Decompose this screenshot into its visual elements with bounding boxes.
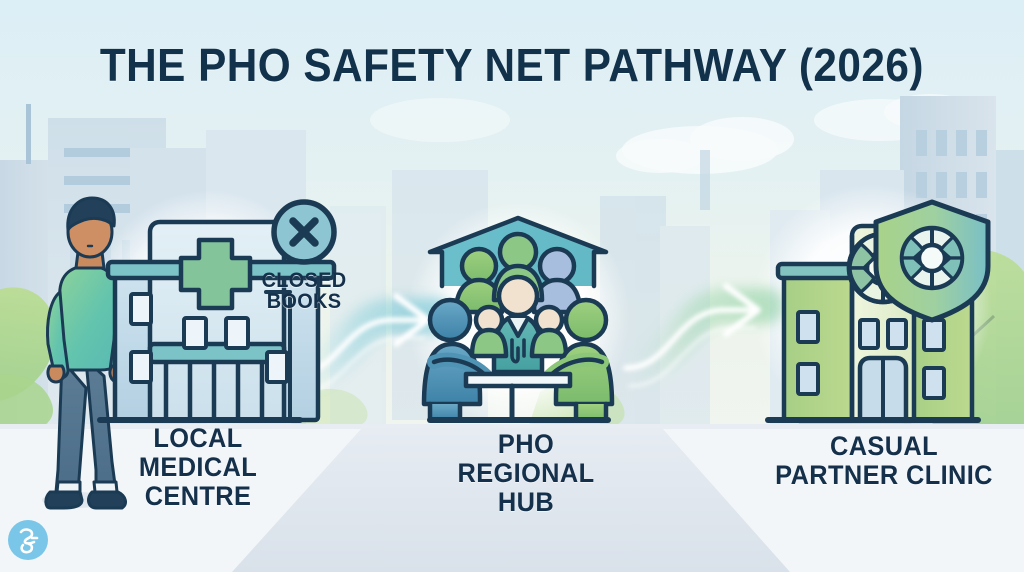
circle-x-icon: [271, 199, 337, 265]
flow-arrow-icon-2: [623, 283, 761, 388]
ground-plane: [0, 424, 1024, 572]
meeting-under-roof-icon: [421, 215, 615, 423]
stage-label-casual-partner-clinic: CASUAL PARTNER CLINIC: [775, 431, 993, 490]
status-badge-closed-books: CLOSED BOOKS: [244, 196, 364, 313]
status-badge-label: CLOSED BOOKS: [261, 269, 347, 314]
stage-label-local-medical-centre: LOCAL MEDICAL CENTRE: [138, 423, 258, 511]
protection-shield-icon: [873, 199, 991, 323]
brand-glyph-logo[interactable]: [6, 518, 50, 562]
stage-label-pho-regional-hub: PHO REGIONAL HUB: [457, 429, 595, 517]
perspective-road: [232, 428, 790, 572]
